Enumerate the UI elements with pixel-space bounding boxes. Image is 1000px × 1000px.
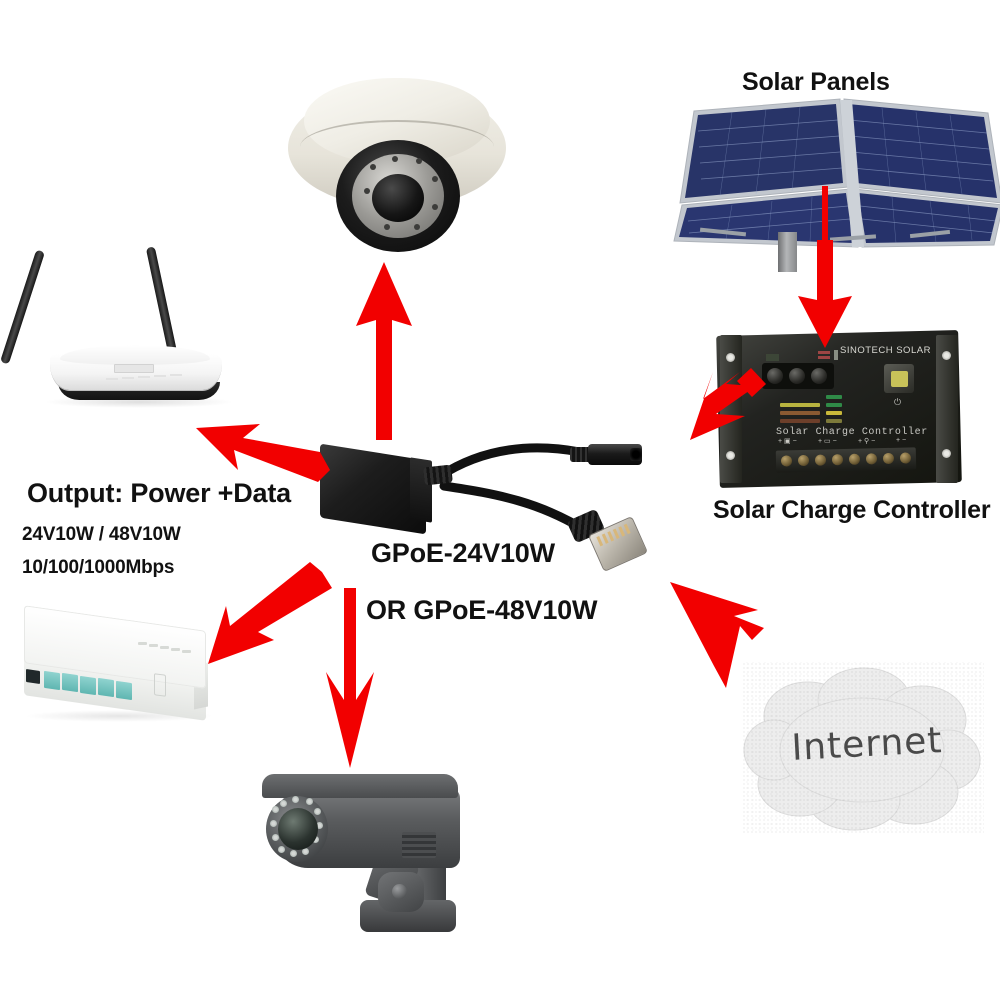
ir-led-icon: [432, 204, 438, 210]
router-led: [106, 378, 118, 380]
ir-led-icon: [272, 806, 279, 813]
terminal-screw: [780, 455, 793, 467]
switch-ethernet-port: [116, 680, 132, 701]
controller-scale-bar: [780, 419, 820, 423]
switch-usb-port: [154, 673, 166, 697]
router-antenna-left: [0, 249, 46, 365]
ir-led-icon: [270, 820, 277, 827]
controller-status-bar: [826, 403, 842, 407]
solar-panels-label: Solar Panels: [742, 68, 890, 96]
output-title-label: Output: Power +Data: [27, 478, 291, 508]
controller-screw-hole: [726, 451, 735, 460]
controller-status-bar: [826, 411, 842, 415]
ir-led-icon: [306, 798, 313, 805]
controller-brand-label: SINOTECH SOLAR: [840, 345, 931, 356]
ir-led-icon: [414, 224, 420, 230]
wireless-router: [0, 246, 248, 416]
controller-screw-hole: [726, 353, 735, 362]
controller-power-button[interactable]: [884, 364, 914, 393]
controller-status-bar: [826, 395, 842, 399]
ir-led-icon: [432, 176, 438, 182]
network-switch: [8, 605, 214, 738]
router-logo: [114, 364, 154, 373]
controller-terminal-block: [775, 447, 917, 473]
camera-heat-fins: [402, 832, 436, 858]
controller-screw-hole: [942, 351, 951, 360]
dc-jack-strain-relief: [570, 447, 592, 462]
controller-screw-hole: [942, 449, 951, 458]
dome-camera: [288, 78, 506, 258]
ir-led-icon: [290, 850, 297, 857]
switch-led: [182, 650, 191, 653]
ir-led-icon: [364, 188, 370, 194]
power-symbol-icon: ⏻: [894, 397, 902, 407]
output-voltage-label: 24V10W / 48V10W: [22, 524, 181, 545]
controller-led: [811, 368, 827, 384]
ir-led-icon: [272, 834, 279, 841]
dome-camera-lens: [372, 174, 424, 222]
terminal-screw: [814, 454, 827, 466]
camera-mount-screw: [392, 884, 407, 899]
switch-ethernet-port: [80, 675, 96, 696]
solar-charge-controller-label: Solar Charge Controller: [713, 496, 991, 524]
ir-led-icon: [312, 836, 319, 843]
controller-face-label: Solar Charge Controller: [776, 427, 928, 438]
controller-status-bar: [826, 419, 842, 423]
ir-led-icon: [416, 158, 422, 164]
ir-led-icon: [392, 156, 398, 162]
switch-ethernet-port: [44, 670, 60, 691]
dc-barrel-jack-socket: [630, 448, 642, 461]
camera-sun-shield: [262, 774, 458, 798]
camera-lens: [278, 808, 318, 850]
controller-scale-bar: [780, 411, 820, 415]
router-led: [154, 375, 166, 377]
ir-led-icon: [370, 164, 376, 170]
device-model-line2: OR GPoE-48V10W: [366, 595, 598, 625]
poe-injector-strain-relief: [423, 464, 453, 486]
terminal-screw: [848, 453, 861, 465]
power-button-icon: [890, 370, 908, 387]
terminal-screw: [899, 452, 912, 464]
controller-led: [789, 368, 805, 384]
ir-led-icon: [316, 822, 323, 829]
controller-led-housing: [762, 363, 834, 389]
poe-injector: [312, 428, 684, 588]
internet-cloud: Internet: [742, 662, 984, 834]
switch-ethernet-port: [98, 677, 114, 698]
controller-scale-bar: [780, 403, 820, 407]
arrow-injector-to-router: [196, 424, 330, 482]
switch-led: [149, 644, 158, 647]
terminal-screw: [797, 454, 810, 467]
terminal-screw: [882, 452, 895, 465]
switch-led: [138, 642, 147, 645]
router-led: [122, 377, 134, 379]
output-speed-label: 10/100/1000Mbps: [22, 557, 175, 578]
ir-led-icon: [302, 848, 309, 855]
ir-led-icon: [280, 800, 287, 807]
switch-led: [160, 646, 169, 649]
ir-led-icon: [278, 846, 285, 853]
ir-led-icon: [314, 808, 321, 815]
router-led: [170, 374, 182, 376]
switch-ethernet-port: [62, 672, 78, 693]
solar-panel-post: [778, 232, 797, 272]
dc-barrel-jack: [588, 444, 642, 465]
arrow-injector-to-dome-camera: [356, 262, 412, 440]
switch-led: [171, 648, 180, 651]
terminal-screw: [865, 453, 878, 465]
controller-led: [767, 368, 783, 384]
terminal-screw: [831, 454, 844, 466]
controller-mount-ear: [936, 335, 958, 483]
router-led: [138, 376, 150, 378]
dome-camera-seam: [300, 120, 494, 174]
device-model-line1: GPoE-24V10W: [371, 538, 555, 568]
solar-charge-controller: SINOTECH SOLAR ⏻ Solar Charge Controller: [716, 330, 962, 488]
ir-led-icon: [384, 224, 390, 230]
ir-led-icon: [292, 796, 299, 803]
solar-panel-array: [672, 95, 1000, 270]
router-top-surface: [60, 345, 210, 365]
bullet-camera: [252, 762, 494, 952]
switch-console-port: [26, 669, 40, 684]
